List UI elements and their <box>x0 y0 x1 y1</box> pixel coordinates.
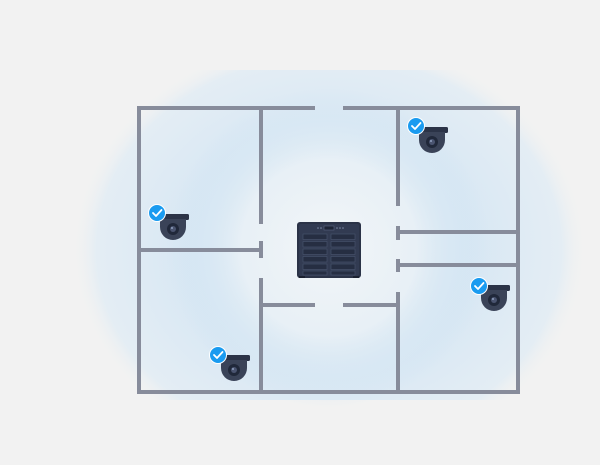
checkmark-badge-icon <box>469 276 489 296</box>
checkmark-badge-icon <box>147 203 167 223</box>
checkmark-badge-icon <box>406 116 426 136</box>
nas-server-icon <box>297 222 361 278</box>
checkmark-badge-icon <box>208 345 228 365</box>
walls <box>137 106 520 394</box>
wall-right-corridor <box>396 230 520 267</box>
